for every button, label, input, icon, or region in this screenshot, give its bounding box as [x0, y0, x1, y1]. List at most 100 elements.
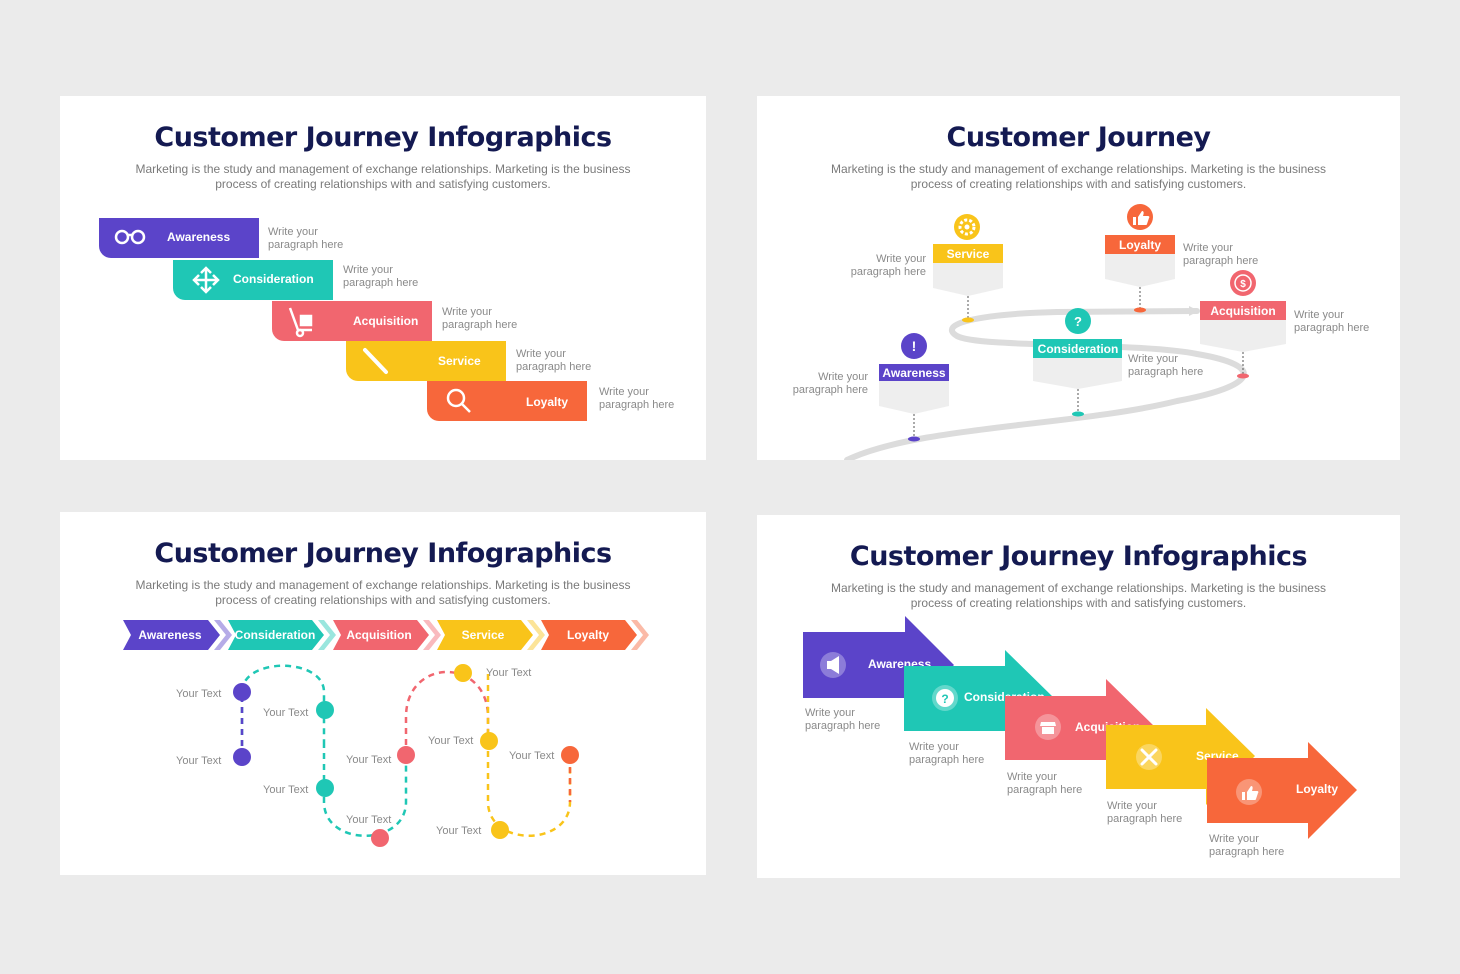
- step-label: Awareness: [167, 230, 230, 244]
- svg-text:Your Text: Your Text: [509, 750, 554, 762]
- slide-subtitle: Marketing is the study and management of…: [135, 578, 631, 607]
- marker-service: Service Write your paragraph here: [851, 214, 1003, 323]
- wave-point: Your Text: [454, 664, 531, 682]
- marker-awareness: ! Awareness Write your paragraph here: [793, 333, 949, 442]
- marker-note: paragraph here: [851, 266, 926, 278]
- marker-label: Service: [947, 247, 990, 261]
- arrow-loyalty: Loyalty Write your paragraph here: [1207, 742, 1357, 858]
- wave-point: Your Text: [436, 821, 509, 839]
- megaphone-icon: [827, 656, 839, 674]
- step-note: paragraph here: [343, 277, 418, 289]
- arrow-note: paragraph here: [805, 720, 880, 732]
- svg-text:Your Text: Your Text: [346, 754, 391, 766]
- step-note: Write your: [599, 386, 649, 398]
- magnifier-heart-icon: [446, 388, 471, 413]
- marker-note: Write your: [818, 371, 868, 383]
- staircase-diagram: Awareness Write your paragraph here Cons…: [99, 218, 674, 421]
- step-consideration: Consideration Write your paragraph here: [173, 260, 418, 300]
- svg-text:Your Text: Your Text: [176, 688, 221, 700]
- step-awareness: Awareness Write your paragraph here: [99, 218, 343, 258]
- arrow-note: Write your: [909, 741, 959, 753]
- dollar-icon: $: [1234, 274, 1252, 292]
- wave-point: Your Text: [509, 746, 579, 764]
- arrow-note: paragraph here: [909, 754, 984, 766]
- step-note: Write your: [268, 226, 318, 238]
- arrow-label: Loyalty: [1296, 782, 1338, 796]
- hand-truck-icon: [288, 307, 313, 338]
- svg-text:Your Text: Your Text: [486, 667, 531, 679]
- step-note: paragraph here: [516, 361, 591, 373]
- step-acquisition: Acquisition Write your paragraph here: [272, 301, 517, 341]
- slide-title: Customer Journey Infographics: [849, 541, 1308, 572]
- step-label: Acquisition: [353, 314, 418, 328]
- arrows-diagram: Awareness Write your paragraph here ? Co…: [803, 616, 1357, 858]
- wave-point: Your Text: [346, 814, 391, 847]
- wave-point: Your Text: [176, 683, 251, 701]
- tools-icon: [1140, 748, 1158, 766]
- arrow-note: Write your: [1007, 771, 1057, 783]
- binoculars-icon: [114, 229, 146, 245]
- slide-title: Customer Journey: [946, 122, 1212, 153]
- chevron-consideration: Consideration: [228, 620, 336, 650]
- arrow-note: paragraph here: [1209, 846, 1284, 858]
- marker-note: paragraph here: [1183, 255, 1258, 267]
- slide-arrows: Customer Journey Infographics Marketing …: [757, 515, 1400, 878]
- chevron-acquisition: Acquisition: [333, 620, 441, 650]
- wave-point: Your Text: [176, 748, 251, 767]
- chevron-label: Service: [462, 628, 505, 642]
- svg-text:Your Text: Your Text: [346, 814, 391, 826]
- move-arrows-icon: [192, 266, 220, 294]
- marker-label: Acquisition: [1210, 304, 1275, 318]
- marker-label: Awareness: [882, 366, 945, 380]
- thumbs-up-icon: [1242, 786, 1259, 800]
- step-note: Write your: [516, 348, 566, 360]
- road-diagram: ! Awareness Write your paragraph here Se…: [793, 204, 1369, 460]
- slide-title: Customer Journey Infographics: [154, 538, 612, 569]
- step-loyalty: Loyalty Write your paragraph here: [427, 381, 674, 421]
- marker-note: Write your: [876, 253, 926, 265]
- wave-point: Your Text: [263, 701, 334, 719]
- arrow-note: Write your: [805, 707, 855, 719]
- slide-subtitle: Marketing is the study and management of…: [135, 162, 631, 191]
- question-icon: ?: [1074, 314, 1082, 329]
- step-note: paragraph here: [268, 239, 343, 251]
- arrow-note: Write your: [1107, 800, 1157, 812]
- question-icon: ?: [941, 692, 948, 706]
- svg-text:Your Text: Your Text: [176, 755, 221, 767]
- exclamation-icon: !: [912, 338, 917, 354]
- marker-acquisition: $ Acquisition Write your paragraph here: [1200, 270, 1369, 379]
- wave-point: Your Text: [428, 732, 498, 750]
- step-note: Write your: [343, 264, 393, 276]
- slide-road: Customer Journey Marketing is the study …: [757, 96, 1400, 460]
- marker-note: paragraph here: [793, 384, 868, 396]
- chevron-label: Acquisition: [346, 628, 411, 642]
- step-label: Loyalty: [526, 395, 568, 409]
- marker-note: Write your: [1294, 309, 1344, 321]
- step-note: Write your: [442, 306, 492, 318]
- svg-text:$: $: [1240, 279, 1246, 290]
- marker-label: Consideration: [1038, 342, 1119, 356]
- slide-title: Customer Journey Infographics: [154, 122, 612, 153]
- chevron-loyalty: Loyalty: [541, 620, 649, 650]
- road-path: [844, 308, 1247, 460]
- marker-consideration: ? Consideration Write your paragraph her…: [1033, 308, 1203, 417]
- marker-loyalty: Loyalty Write your paragraph here: [1105, 204, 1258, 313]
- chevron-awareness: Awareness: [123, 620, 232, 650]
- svg-text:Your Text: Your Text: [428, 735, 473, 747]
- arrow-note: Write your: [1209, 833, 1259, 845]
- step-label: Service: [438, 354, 481, 368]
- wave-point: Your Text: [346, 746, 415, 766]
- step-service: Service Write your paragraph here: [346, 341, 591, 381]
- store-icon: [1040, 722, 1056, 734]
- slide-subtitle: Marketing is the study and management of…: [831, 162, 1326, 191]
- step-note: paragraph here: [442, 319, 517, 331]
- marker-note: paragraph here: [1294, 322, 1369, 334]
- marker-note: Write your: [1183, 242, 1233, 254]
- arrow-note: paragraph here: [1107, 813, 1182, 825]
- marker-note: paragraph here: [1128, 366, 1203, 378]
- slide-staircase: Customer Journey Infographics Marketing …: [60, 96, 706, 460]
- wave-point: Your Text: [263, 779, 334, 797]
- step-note: paragraph here: [599, 399, 674, 411]
- chevron-label: Loyalty: [567, 628, 609, 642]
- step-label: Consideration: [233, 272, 314, 286]
